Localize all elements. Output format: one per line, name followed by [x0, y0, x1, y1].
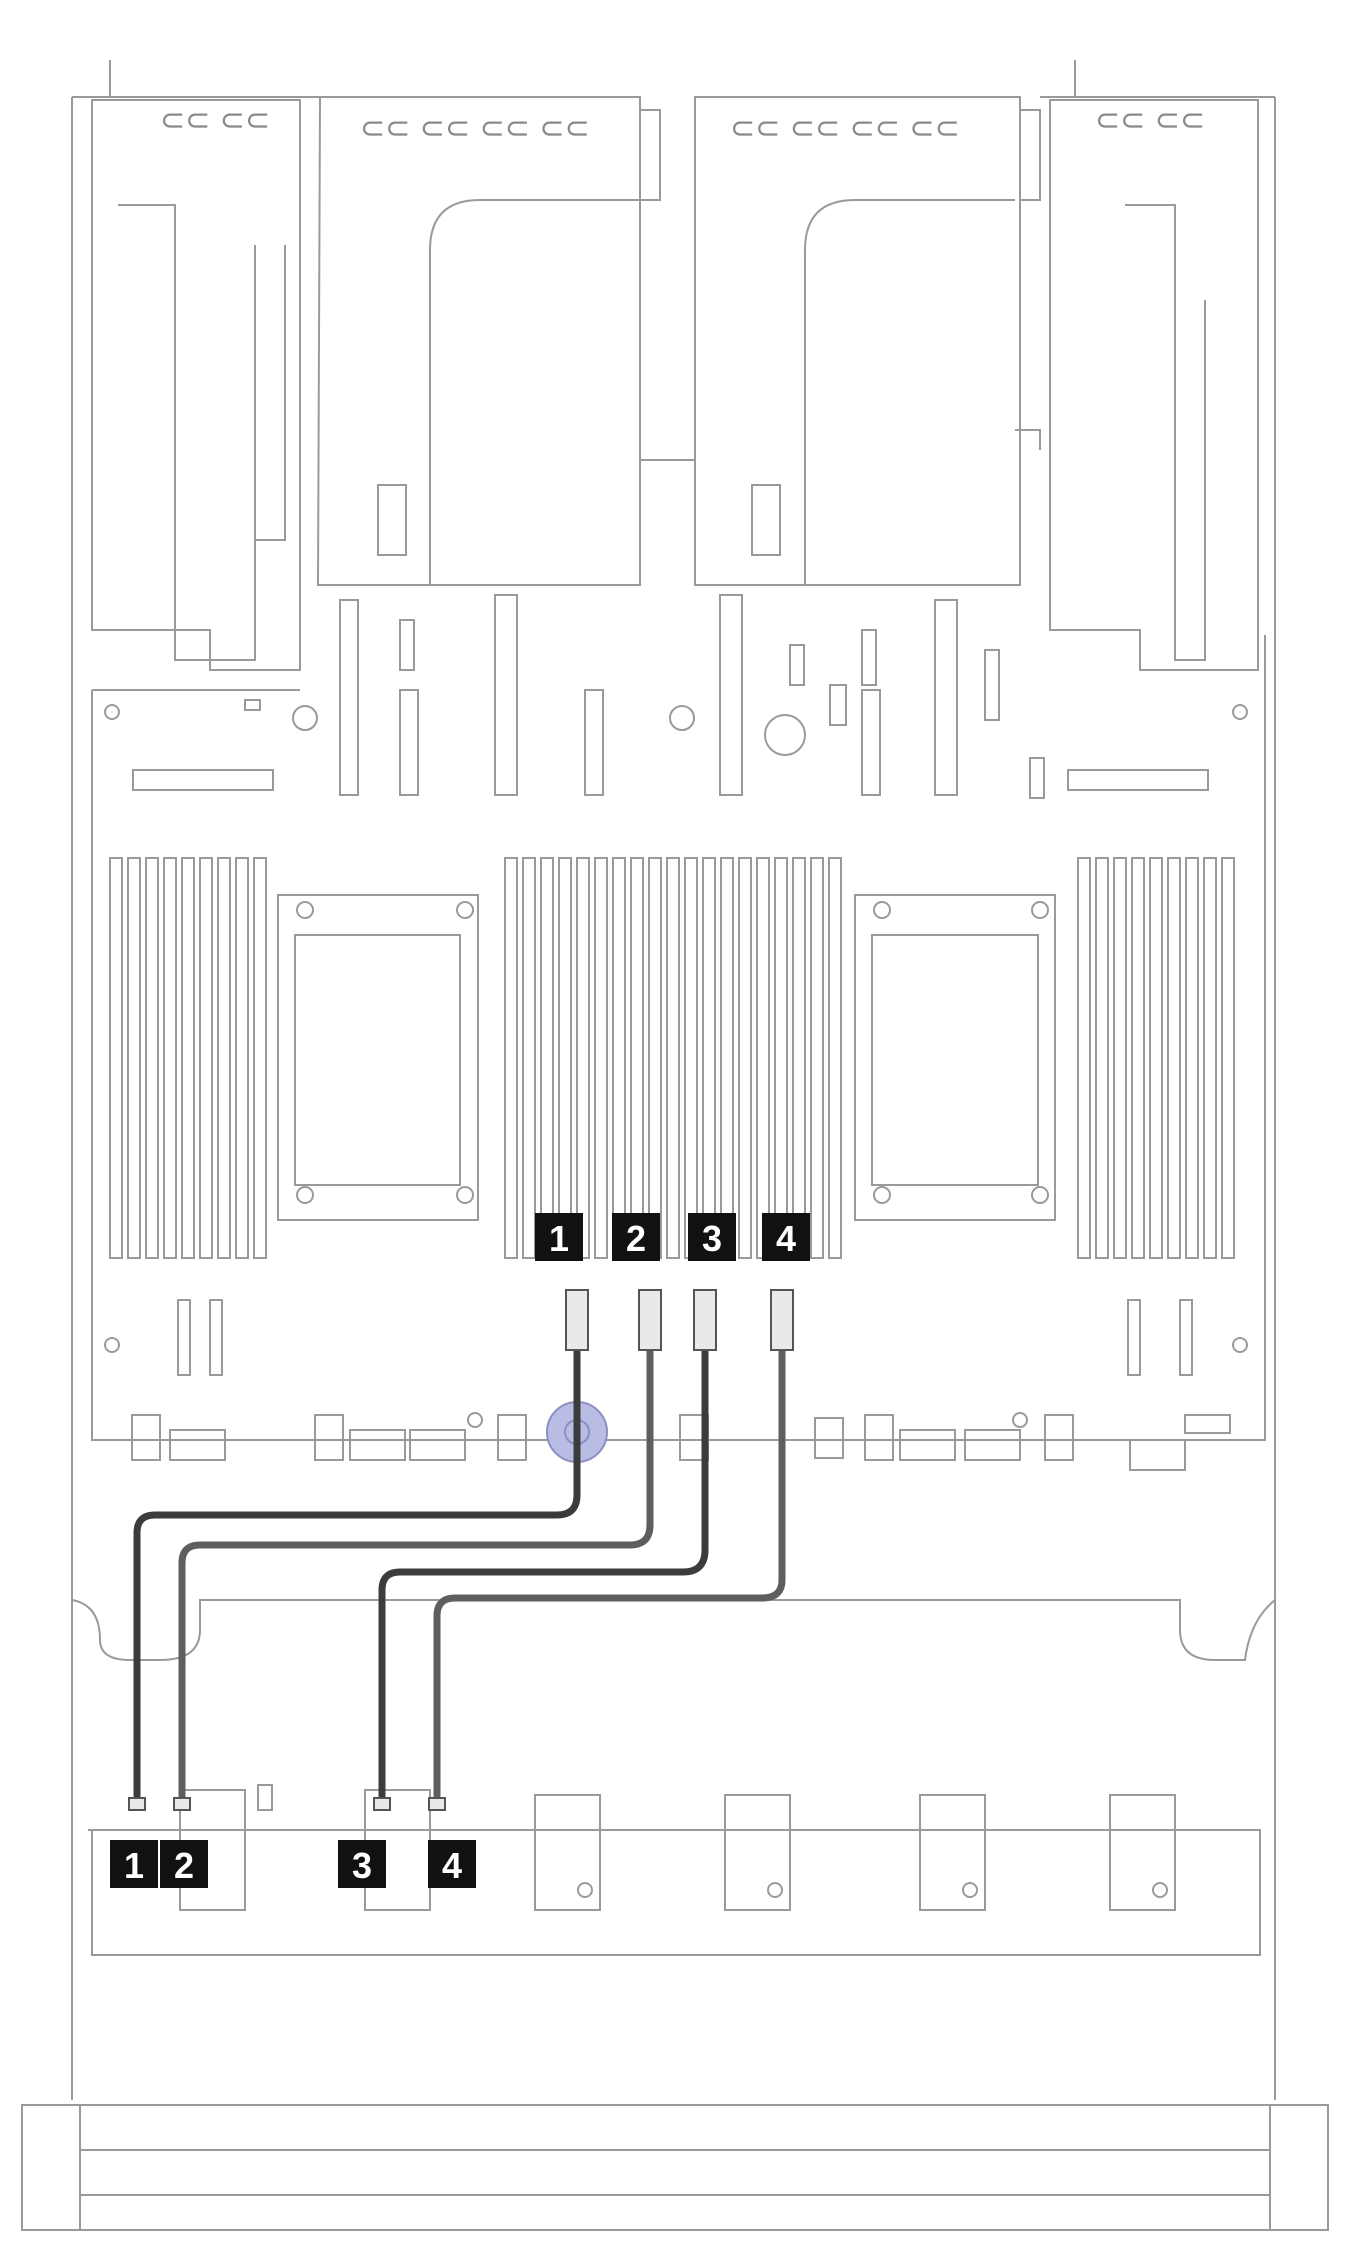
processor-socket-2 — [854, 894, 1056, 1221]
cable-3 — [378, 1336, 709, 1804]
dimm-bank-center — [504, 857, 842, 1259]
air-baffle-outline — [71, 1599, 1276, 1661]
callout-bp-4: 4 — [428, 1840, 476, 1888]
callout-mb-3-label: 3 — [702, 1218, 722, 1259]
callout-bp-4-label: 4 — [442, 1845, 462, 1886]
cable-2 — [178, 1336, 654, 1804]
callout-mb-4: 4 — [762, 1213, 810, 1261]
callout-mb-2-label: 2 — [626, 1218, 646, 1259]
svg-text:⊂⊂ ⊂⊂: ⊂⊂ ⊂⊂ — [160, 103, 270, 138]
bp-connector-3 — [373, 1797, 391, 1811]
callout-bp-2-label: 2 — [174, 1845, 194, 1886]
cable-4 — [433, 1336, 786, 1804]
callout-bp-3-label: 3 — [352, 1845, 372, 1886]
callout-mb-1: 1 — [535, 1213, 583, 1261]
drive-backplane — [88, 1784, 1261, 1956]
riser-center-right: ⊂⊂ ⊂⊂ ⊂⊂ ⊂⊂ — [640, 96, 1041, 586]
callout-mb-1-label: 1 — [549, 1218, 569, 1259]
callout-bp-3: 3 — [338, 1840, 386, 1888]
mb-connector-2 — [638, 1289, 662, 1351]
mb-connector-3 — [693, 1289, 717, 1351]
processor-socket-1 — [277, 894, 479, 1221]
cable-1 — [133, 1336, 581, 1804]
motherboard-cable-connectors — [565, 1289, 794, 1351]
callout-mb-3: 3 — [688, 1213, 736, 1261]
svg-text:⊂⊂ ⊂⊂: ⊂⊂ ⊂⊂ — [1095, 103, 1205, 138]
motherboard-rear-connectors — [131, 1299, 1231, 1471]
svg-text:⊂⊂ ⊂⊂ ⊂⊂ ⊂⊂: ⊂⊂ ⊂⊂ ⊂⊂ ⊂⊂ — [730, 111, 960, 146]
chassis — [21, 60, 1329, 2231]
dimm-bank-right — [1077, 857, 1235, 1259]
mb-connector-4 — [770, 1289, 794, 1351]
callout-mb-2: 2 — [612, 1213, 660, 1261]
svg-text:⊂⊂ ⊂⊂ ⊂⊂ ⊂⊂: ⊂⊂ ⊂⊂ ⊂⊂ ⊂⊂ — [360, 111, 590, 146]
callout-bp-1-label: 1 — [124, 1845, 144, 1886]
motherboard — [91, 594, 1266, 1441]
bp-connector-2 — [173, 1797, 191, 1811]
riser-left: ⊂⊂ ⊂⊂ — [91, 99, 301, 671]
callout-bp-2: 2 — [160, 1840, 208, 1888]
riser-right: ⊂⊂ ⊂⊂ — [1049, 99, 1259, 671]
bp-connector-1 — [128, 1797, 146, 1811]
mb-connector-1 — [565, 1289, 589, 1351]
bp-connector-4 — [428, 1797, 446, 1811]
callout-bp-1: 1 — [110, 1840, 158, 1888]
backplane-cable-connectors — [128, 1797, 446, 1811]
dimm-bank-left — [109, 857, 267, 1259]
callout-mb-4-label: 4 — [776, 1218, 796, 1259]
cables — [133, 1336, 786, 1804]
riser-center-left: ⊂⊂ ⊂⊂ ⊂⊂ ⊂⊂ — [316, 96, 661, 586]
